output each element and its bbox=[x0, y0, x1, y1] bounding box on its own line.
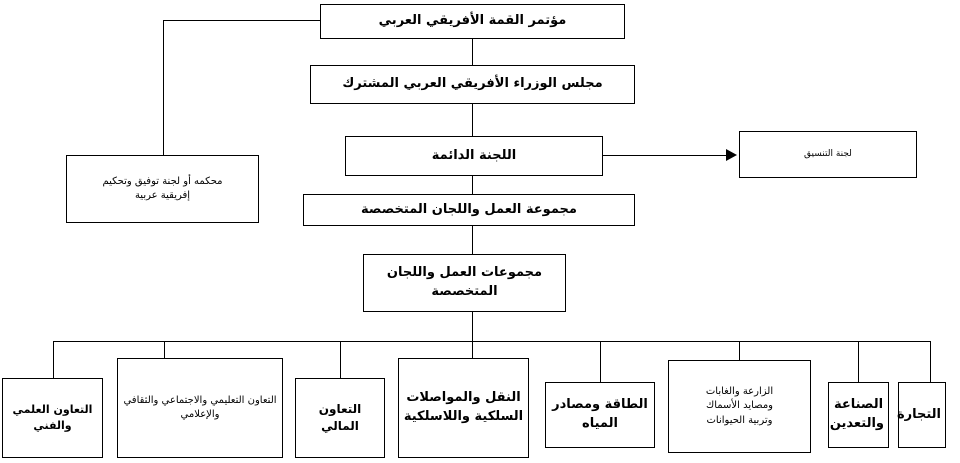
branch-box-trade[interactable]: التجارة bbox=[896, 382, 946, 448]
connector-workgroups-to-bus bbox=[472, 312, 473, 341]
branch-drop-education-social-cultural-media bbox=[164, 341, 165, 358]
branch-box-scientific-technical[interactable]: التعاون العلمي والفني bbox=[2, 378, 103, 458]
branch-distribution-bus bbox=[53, 341, 930, 342]
connector-workgroup-to-workgroups bbox=[472, 226, 473, 254]
branch-drop-scientific-technical bbox=[53, 341, 54, 378]
connector-permanent-to-coordination bbox=[603, 155, 729, 156]
node-arbitration[interactable]: محكمه أو لجنة توفيق وتحكيم إفريقية عربية bbox=[66, 155, 259, 223]
branch-drop-agriculture bbox=[739, 341, 740, 360]
node-working-groups[interactable]: مجموعات العمل واللجان المتخصصة bbox=[363, 254, 566, 312]
branch-label-agriculture-forests-fisheries-livestock: الزارعة والغابات ومصايد الأسماك وتربية ا… bbox=[705, 385, 774, 426]
branch-label-education-social-cultural-media: التعاون التعليمي والاجتماعي والثقافي وال… bbox=[123, 394, 277, 421]
branch-drop-financial bbox=[340, 341, 341, 378]
branch-drop-trade bbox=[930, 341, 931, 382]
node-coordination-committee[interactable]: لجنة التنسيق bbox=[739, 131, 917, 178]
branch-label-industry-mining: الصناعة والتعدين bbox=[829, 397, 884, 431]
connector-summit-to-arbitration-vertical bbox=[163, 20, 164, 155]
branch-drop-transport-communications bbox=[472, 341, 473, 358]
branch-box-industry-mining[interactable]: الصناعة والتعدين bbox=[828, 382, 889, 448]
branch-drop-industry-mining bbox=[858, 341, 859, 382]
branch-box-transport-communications[interactable]: النقل والمواصلات السلكية واللاسلكية bbox=[398, 358, 529, 458]
node-arbitration-label: محكمه أو لجنة توفيق وتحكيم إفريقية عربية bbox=[102, 175, 223, 202]
branch-label-trade: التجارة bbox=[896, 406, 941, 422]
branch-label-financial: التعاون المالي bbox=[318, 401, 362, 433]
branch-box-energy-water[interactable]: الطاقة ومصادر المياه bbox=[545, 382, 655, 448]
node-permanent-committee[interactable]: اللجنة الدائمة bbox=[345, 136, 603, 176]
node-council-label: مجلس الوزراء الأفريقي العربي المشترك bbox=[342, 76, 603, 92]
connector-summit-to-council bbox=[472, 39, 473, 65]
node-working-group[interactable]: مجموعة العمل واللجان المتخصصة bbox=[303, 194, 635, 226]
node-coordination-committee-label: لجنة التنسيق bbox=[804, 148, 852, 159]
connector-council-to-permanent bbox=[472, 104, 473, 136]
arrow-head-icon bbox=[726, 149, 737, 161]
connector-permanent-to-workgroup bbox=[472, 176, 473, 194]
branch-box-education-social-cultural-media[interactable]: التعاون التعليمي والاجتماعي والثقافي وال… bbox=[117, 358, 283, 458]
branch-drop-energy-water bbox=[600, 341, 601, 382]
node-summit[interactable]: مؤتمر القمة الأفريقي العربي bbox=[320, 4, 625, 39]
node-council[interactable]: مجلس الوزراء الأفريقي العربي المشترك bbox=[310, 65, 635, 104]
branch-label-transport-communications: النقل والمواصلات السلكية واللاسلكية bbox=[403, 390, 524, 424]
branch-box-agriculture-forests-fisheries-livestock[interactable]: الزارعة والغابات ومصايد الأسماك وتربية ا… bbox=[668, 360, 811, 453]
node-permanent-committee-label: اللجنة الدائمة bbox=[431, 147, 517, 163]
node-working-group-label: مجموعة العمل واللجان المتخصصة bbox=[361, 201, 577, 217]
node-working-groups-label: مجموعات العمل واللجان المتخصصة bbox=[386, 265, 543, 299]
connector-summit-to-arbitration-horizontal bbox=[163, 20, 320, 21]
branch-box-financial[interactable]: التعاون المالي bbox=[295, 378, 385, 458]
branch-label-energy-water: الطاقة ومصادر المياه bbox=[552, 397, 648, 431]
branch-label-scientific-technical: التعاون العلمي والفني bbox=[12, 403, 93, 432]
node-summit-label: مؤتمر القمة الأفريقي العربي bbox=[378, 13, 567, 29]
